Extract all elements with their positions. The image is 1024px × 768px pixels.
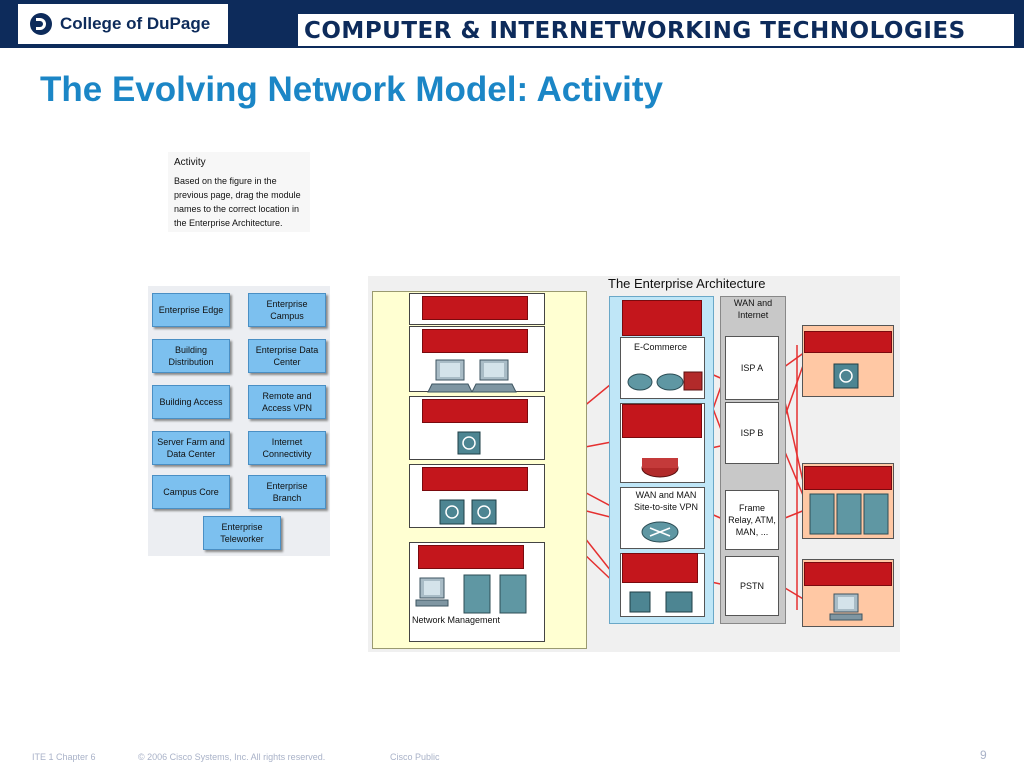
- vpn-router-icon: [641, 521, 679, 543]
- wan-title: WAN and Internet: [733, 298, 773, 320]
- module-remote-access-vpn[interactable]: Remote and Access VPN: [248, 385, 326, 419]
- footer-chapter: ITE 1 Chapter 6: [32, 752, 96, 762]
- architecture-title: The Enterprise Architecture: [608, 276, 766, 291]
- pc-icon: [471, 359, 517, 393]
- module-internet-connectivity[interactable]: Internet Connectivity: [248, 431, 326, 465]
- access-switch-icon: [629, 591, 651, 613]
- module-palette: [148, 286, 330, 556]
- pstn-box: PSTN: [725, 556, 779, 616]
- server-icon: [809, 493, 835, 535]
- drop-target-1[interactable]: [422, 296, 528, 320]
- campus-block: [372, 291, 587, 649]
- module-campus-core[interactable]: Campus Core: [152, 475, 230, 509]
- activity-text-line: names to the correct location in: [174, 204, 300, 214]
- drop-target-7[interactable]: [622, 404, 702, 438]
- activity-text-line: the Enterprise Architecture.: [174, 218, 283, 228]
- module-enterprise-data-center[interactable]: Enterprise Data Center: [248, 339, 326, 373]
- college-logo-text: College of DuPage: [60, 14, 211, 33]
- activity-instructions: Activity Based on the figure in the prev…: [168, 152, 310, 232]
- vpn-concentrator-icon: [665, 591, 693, 613]
- teleworker-pc-icon: [829, 593, 863, 621]
- module-enterprise-edge[interactable]: Enterprise Edge: [152, 293, 230, 327]
- frame-relay-box: Frame Relay, ATM, MAN, ...: [725, 490, 779, 550]
- banner-text: COMPUTER & INTERNETWORKING TECHNOLOGIES: [304, 18, 966, 44]
- slide-title: The Evolving Network Model: Activity: [40, 70, 663, 109]
- server-icon: [463, 574, 491, 614]
- switch-icon: [457, 431, 481, 455]
- drop-target-9[interactable]: [804, 331, 892, 353]
- activity-text-line: previous page, drag the module: [174, 190, 301, 200]
- drop-target-4[interactable]: [422, 467, 528, 491]
- drop-target-11[interactable]: [804, 562, 892, 586]
- drop-target-10[interactable]: [804, 466, 892, 490]
- activity-text-line: Based on the figure in the: [174, 176, 277, 186]
- server-icon: [627, 373, 653, 391]
- network-management-label: Network Management: [412, 615, 501, 625]
- drop-target-3[interactable]: [422, 399, 528, 423]
- router-icon: [656, 373, 684, 391]
- server-icon: [836, 493, 862, 535]
- firewall-icon: [641, 458, 679, 478]
- module-server-farm[interactable]: Server Farm and Data Center: [152, 431, 230, 465]
- server-icon: [863, 493, 889, 535]
- module-enterprise-branch[interactable]: Enterprise Branch: [248, 475, 326, 509]
- management-pc-icon: [415, 577, 449, 607]
- college-logo-icon: [30, 13, 52, 35]
- module-building-access[interactable]: Building Access: [152, 385, 230, 419]
- footer-classification: Cisco Public: [390, 752, 440, 762]
- pc-icon: [427, 359, 473, 393]
- footer-copyright: © 2006 Cisco Systems, Inc. All rights re…: [138, 752, 326, 762]
- college-logo: College of DuPage: [18, 4, 228, 44]
- module-enterprise-campus[interactable]: Enterprise Campus: [248, 293, 326, 327]
- isp-b-box: ISP B: [725, 402, 779, 464]
- activity-heading: Activity: [174, 157, 206, 168]
- banner-box: [298, 14, 1014, 46]
- drop-target-8[interactable]: [622, 553, 698, 583]
- server-icon: [499, 574, 527, 614]
- firewall-icon: [683, 371, 703, 391]
- wan-vpn-label: WAN and MAN Site-to-site VPN: [633, 490, 699, 512]
- module-building-distribution[interactable]: Building Distribution: [152, 339, 230, 373]
- switch-icon: [471, 499, 497, 525]
- drop-target-6[interactable]: [622, 300, 702, 336]
- module-enterprise-teleworker[interactable]: Enterprise Teleworker: [203, 516, 281, 550]
- drop-target-5[interactable]: [418, 545, 524, 569]
- ecommerce-label: E-Commerce: [634, 342, 688, 352]
- page-number: 9: [980, 748, 987, 762]
- drop-target-2[interactable]: [422, 329, 528, 353]
- switch-icon: [833, 363, 859, 389]
- isp-a-box: ISP A: [725, 336, 779, 400]
- switch-icon: [439, 499, 465, 525]
